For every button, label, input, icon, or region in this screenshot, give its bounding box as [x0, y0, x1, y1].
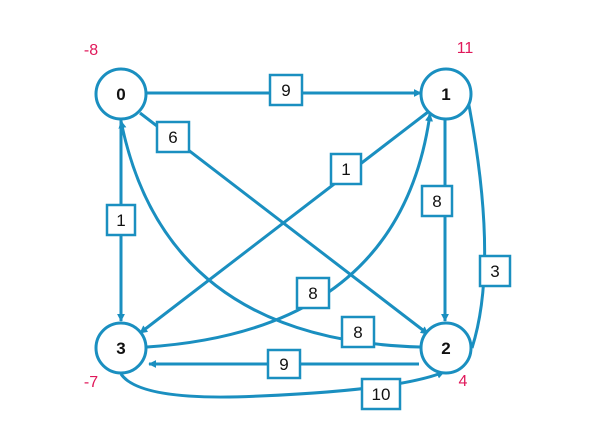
weight-0-3-label: 1 [116, 211, 125, 230]
node-2: 2 [419, 321, 473, 375]
weight-1-3: 1 [329, 152, 363, 186]
weight-2-0-label: 8 [353, 323, 362, 342]
weight-2-3: 9 [266, 348, 302, 380]
node-2-supply: 4 [459, 373, 468, 390]
node-1-supply: 11 [457, 40, 474, 57]
edge-3-1 [146, 113, 433, 349]
node-2-label: 2 [441, 339, 450, 358]
weight-0-3: 1 [105, 203, 137, 237]
node-1: 1 [419, 67, 473, 121]
edge-3-2 [119, 370, 445, 399]
weight-3-1-label: 8 [308, 284, 317, 303]
weight-1-2-label: 8 [432, 192, 441, 211]
edge-2-1 [463, 89, 487, 349]
weight-2-1-label: 3 [490, 262, 499, 281]
node-1-label: 1 [441, 85, 450, 104]
edge-weights: 9 6 1 1 8 8 8 3 [105, 73, 512, 411]
edge-1-3 [139, 110, 429, 335]
node-0-label: 0 [116, 85, 125, 104]
weight-2-0: 8 [340, 315, 376, 349]
node-0: 0 [94, 67, 148, 121]
weight-0-2: 6 [155, 120, 191, 154]
nodes: 0 1 2 3 [94, 67, 473, 375]
weight-1-3-label: 1 [341, 160, 350, 179]
weight-0-2-label: 6 [168, 128, 177, 147]
weight-0-1-label: 9 [281, 81, 290, 100]
weight-2-3-label: 9 [279, 355, 288, 374]
node-3-supply: -7 [84, 374, 98, 391]
node-0-supply: -8 [84, 42, 98, 59]
node-3: 3 [94, 321, 148, 375]
weight-3-2-label: 10 [372, 385, 391, 404]
weight-3-2: 10 [360, 377, 402, 411]
weight-2-1: 3 [478, 254, 512, 288]
node-3-label: 3 [116, 339, 125, 358]
weight-0-1: 9 [268, 73, 304, 107]
weight-3-1: 8 [295, 276, 331, 310]
node-supplies: -8 11 4 -7 [84, 40, 474, 391]
weight-1-2: 8 [420, 184, 454, 218]
